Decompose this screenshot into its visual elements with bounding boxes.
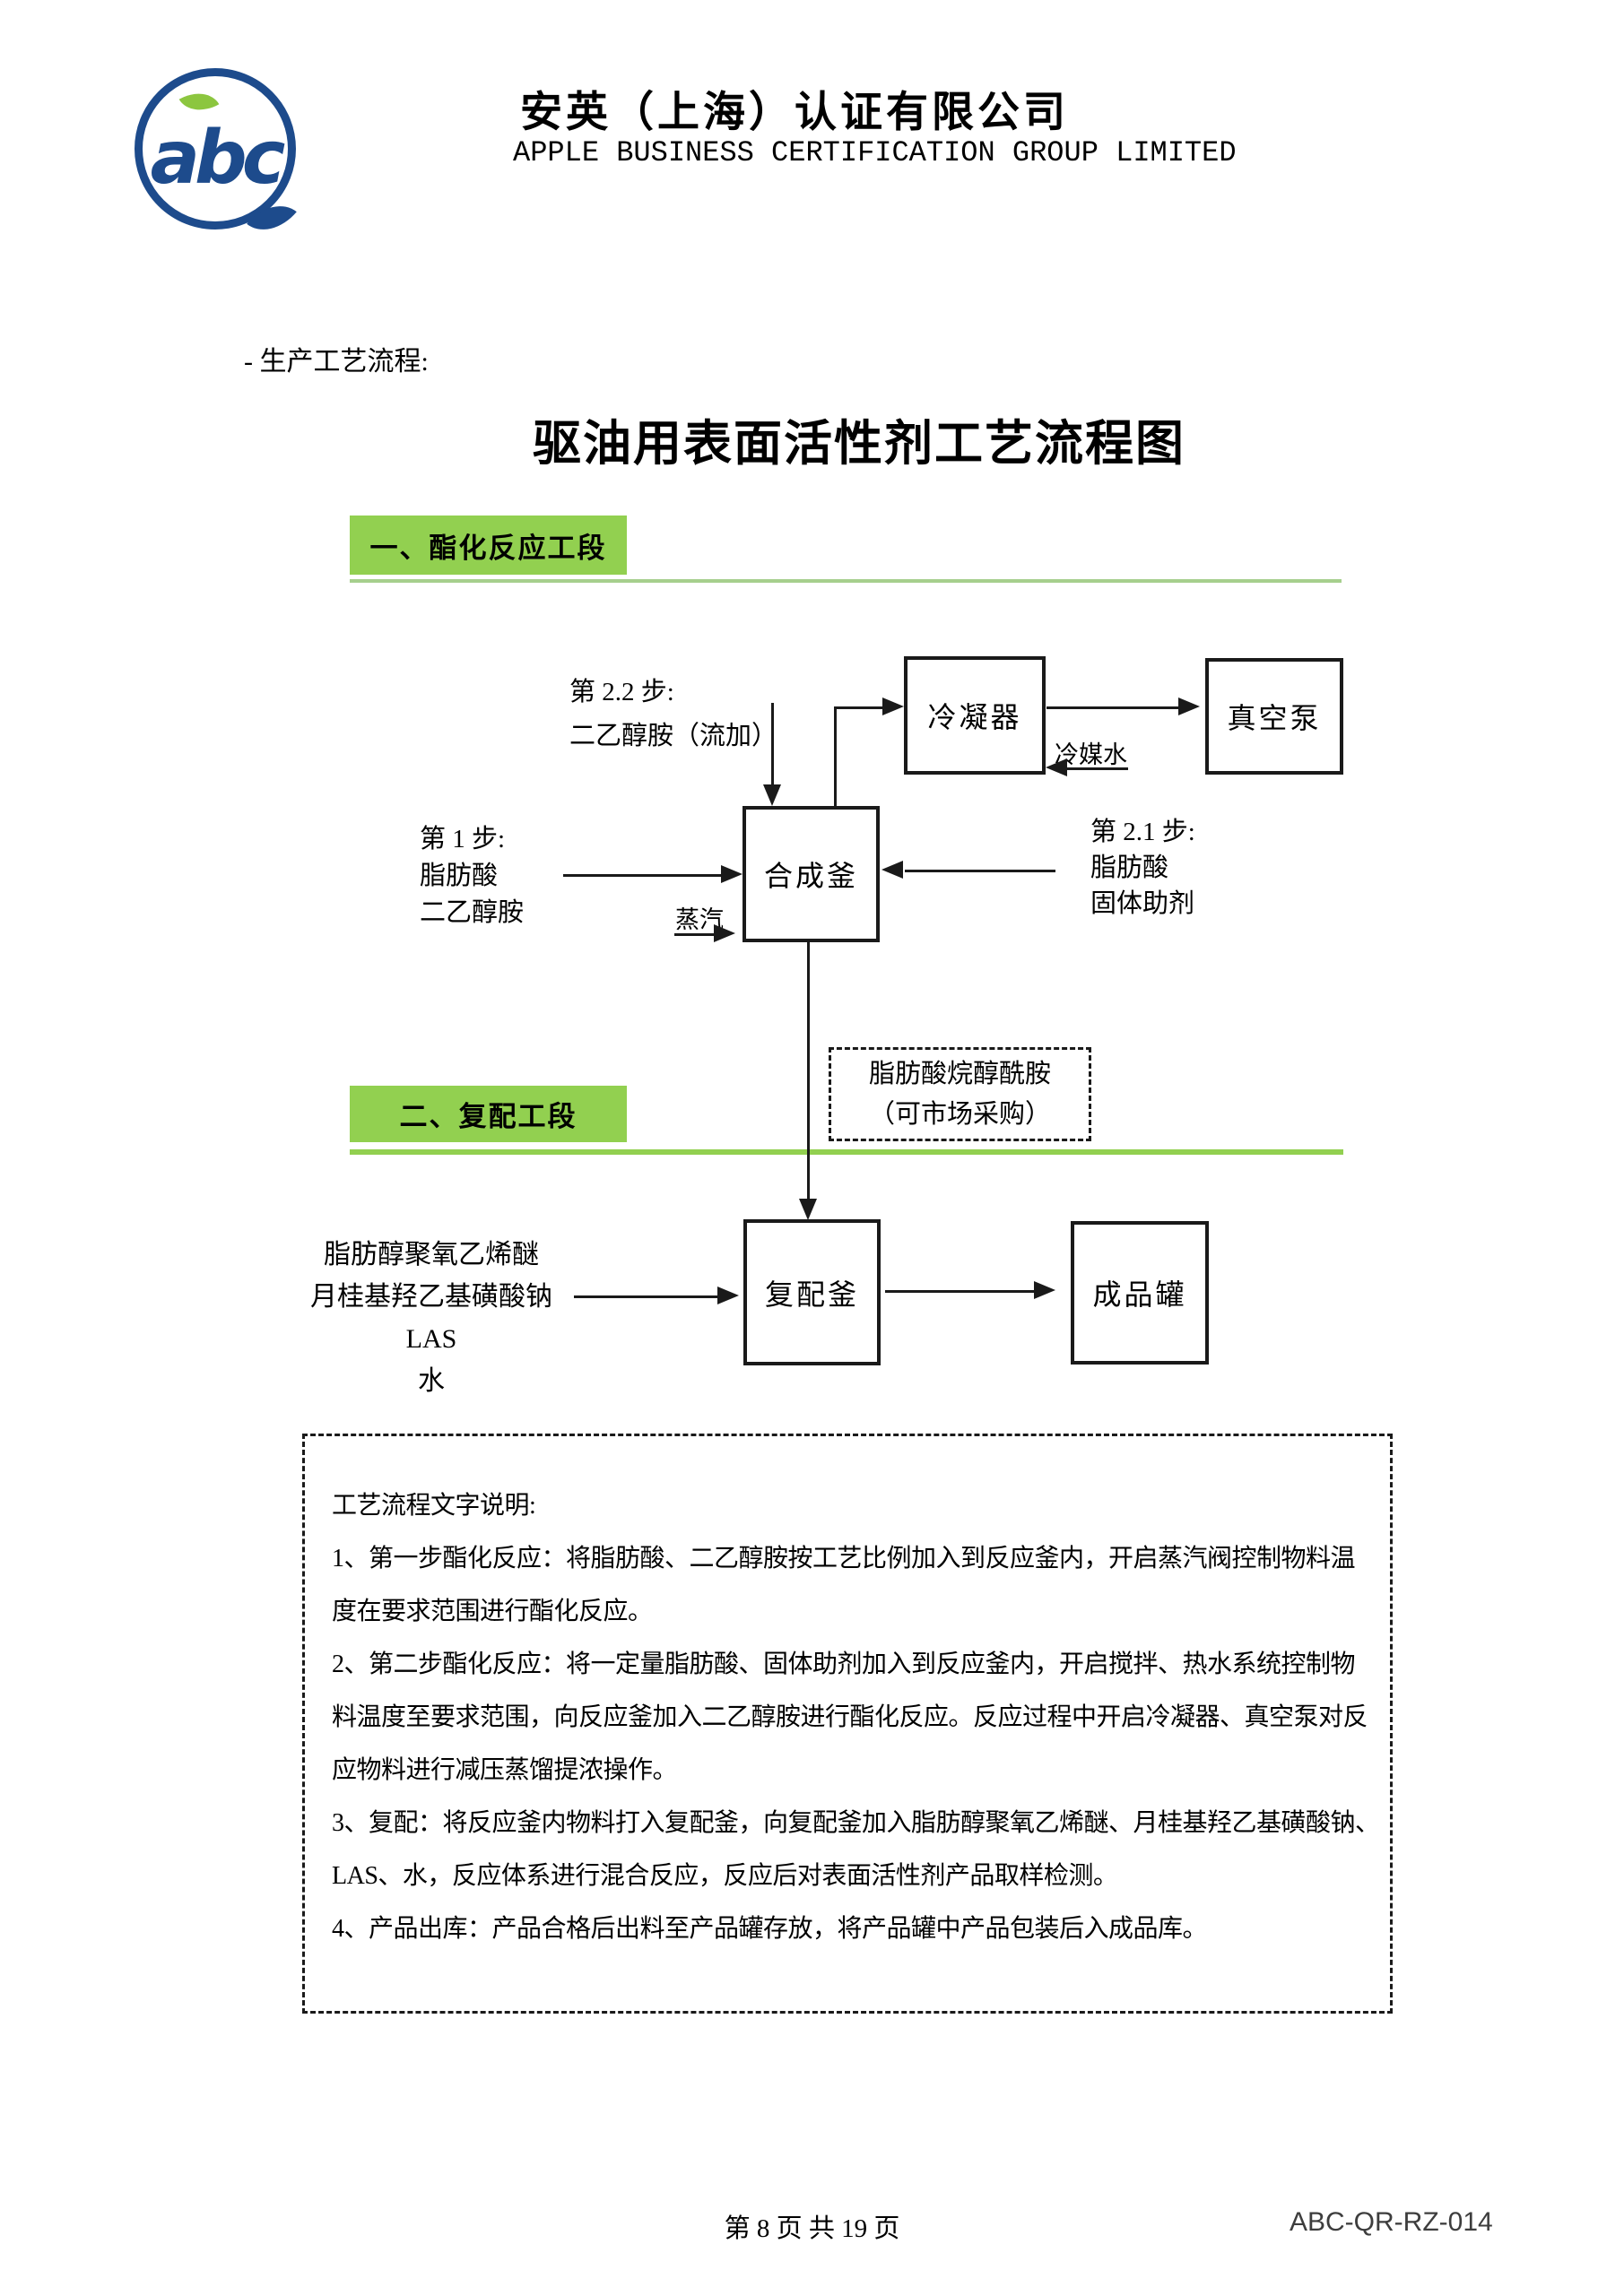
arrow-steam-into-synthesis-icon — [714, 924, 735, 942]
description-line: 度在要求范围进行酯化反应。 — [332, 1598, 653, 1625]
note-line1: 脂肪酸烷醇酰胺 — [868, 1060, 1051, 1088]
step22-line2: 二乙醇胺（流加） — [569, 722, 778, 750]
condenser-to-vacuum-line — [1046, 706, 1180, 709]
process-description-box: 工艺流程文字说明: 1、第一步酯化反应：将脂肪酸、二乙醇胺按工艺比例加入到反应釜… — [302, 1434, 1393, 2014]
stage1-divider — [350, 579, 1342, 583]
note-line2: （可市场采购） — [868, 1100, 1051, 1129]
vacuum-pump-box: 真空泵 — [1205, 658, 1343, 775]
diethanolamine-feed-line — [771, 703, 774, 786]
stage2-banner: 二、复配工段 — [350, 1086, 627, 1142]
arrow-into-blend-top-icon — [799, 1199, 817, 1220]
blend-feed-line2: 月桂基羟乙基磺酸钠 — [310, 1282, 552, 1312]
step1-feed-line — [563, 874, 723, 877]
description-line: LAS、水，反应体系进行混合反应，反应后对表面活性剂产品取样检测。 — [332, 1862, 1118, 1890]
page-number: 第 8 页 共 19 页 — [724, 2214, 900, 2243]
section-heading: - 生产工艺流程: — [244, 347, 429, 377]
page-title: 驱油用表面活性剂工艺流程图 — [533, 417, 1185, 471]
arrow-coolant-into-condenser-icon — [1046, 758, 1067, 776]
coolant-line — [1067, 767, 1128, 770]
blend-feed-line1: 脂肪醇聚氧乙烯醚 — [324, 1240, 539, 1269]
arrow-into-blend-left-icon — [717, 1287, 739, 1304]
logo-text: abc — [150, 115, 286, 201]
blend-feed-line3: LAS — [405, 1324, 457, 1354]
synthesis-to-condenser-line — [834, 706, 884, 709]
blend-feeds-label: 脂肪醇聚氧乙烯醚 月桂基羟乙基磺酸钠 LAS 水 — [296, 1234, 567, 1402]
step21-line2: 脂肪酸 — [1090, 853, 1169, 882]
step21-line3: 固体助剂 — [1090, 889, 1195, 918]
description-line: 4、产品出库：产品合格后出料至产品罐存放，将产品罐中产品包装后入成品库。 — [332, 1915, 1208, 1943]
company-name-cn: 安英（上海）认证有限公司 — [520, 90, 1069, 136]
blend-feed-line — [574, 1295, 719, 1298]
document-code: ABC-QR-RZ-014 — [1290, 2207, 1493, 2237]
step22-line1: 第 2.2 步: — [569, 678, 674, 706]
arrow-into-synthesis-top-icon — [763, 784, 781, 806]
synthesis-kettle-box: 合成釜 — [743, 806, 880, 942]
intermediate-note: 脂肪酸烷醇酰胺 （可市场采购） — [829, 1047, 1091, 1141]
step1-line1: 第 1 步: — [420, 825, 506, 853]
arrow-into-synthesis-left-icon — [721, 865, 743, 883]
synthesis-to-blend-line — [807, 942, 810, 1200]
step1-label: 第 1 步: 脂肪酸 二乙醇胺 — [420, 821, 524, 931]
blend-feed-line4: 水 — [418, 1366, 445, 1396]
product-tank-box: 成品罐 — [1071, 1221, 1209, 1365]
description-title: 工艺流程文字说明: — [332, 1492, 536, 1520]
description-line: 2、第二步酯化反应：将一定量脂肪酸、固体助剂加入到反应釜内，开启搅拌、热水系统控… — [332, 1651, 1356, 1678]
description-line: 1、第一步酯化反应：将脂肪酸、二乙醇胺按工艺比例加入到反应釜内，开启蒸汽阀控制物… — [332, 1545, 1356, 1573]
arrow-into-synthesis-right-icon — [881, 861, 903, 879]
arrow-into-condenser-icon — [882, 697, 904, 715]
step21-feed-line — [905, 870, 1055, 872]
stage1-banner: 一、酯化反应工段 — [350, 516, 627, 575]
description-line: 料温度至要求范围，向反应釜加入二乙醇胺进行酯化反应。反应过程中开启冷凝器、真空泵… — [332, 1703, 1368, 1731]
step1-line2: 脂肪酸 — [420, 862, 499, 890]
synthesis-to-condenser-line — [834, 707, 837, 807]
logo-circle-icon — [135, 68, 296, 230]
arrow-into-product-icon — [1034, 1281, 1055, 1299]
stage2-divider — [350, 1149, 1343, 1155]
step21-label: 第 2.1 步: 脂肪酸 固体助剂 — [1090, 814, 1195, 922]
step21-line1: 第 2.1 步: — [1090, 818, 1195, 846]
steam-line — [674, 933, 716, 936]
step1-line3: 二乙醇胺 — [420, 898, 525, 927]
condenser-box: 冷凝器 — [904, 656, 1046, 775]
arrow-into-vacuum-icon — [1178, 697, 1200, 715]
description-line: 3、复配：将反应釜内物料打入复配釜，向复配釜加入脂肪醇聚氧乙烯醚、月桂基羟乙基磺… — [332, 1809, 1380, 1837]
blend-kettle-box: 复配釜 — [743, 1219, 881, 1365]
company-name-en: APPLE BUSINESS CERTIFICATION GROUP LIMIT… — [513, 136, 1237, 169]
company-logo: abc — [135, 68, 297, 244]
blend-to-product-line — [885, 1290, 1036, 1293]
step22-label: 第 2.2 步: 二乙醇胺（流加） — [569, 671, 777, 758]
description-line: 应物料进行减压蒸馏提浓操作。 — [332, 1756, 678, 1784]
